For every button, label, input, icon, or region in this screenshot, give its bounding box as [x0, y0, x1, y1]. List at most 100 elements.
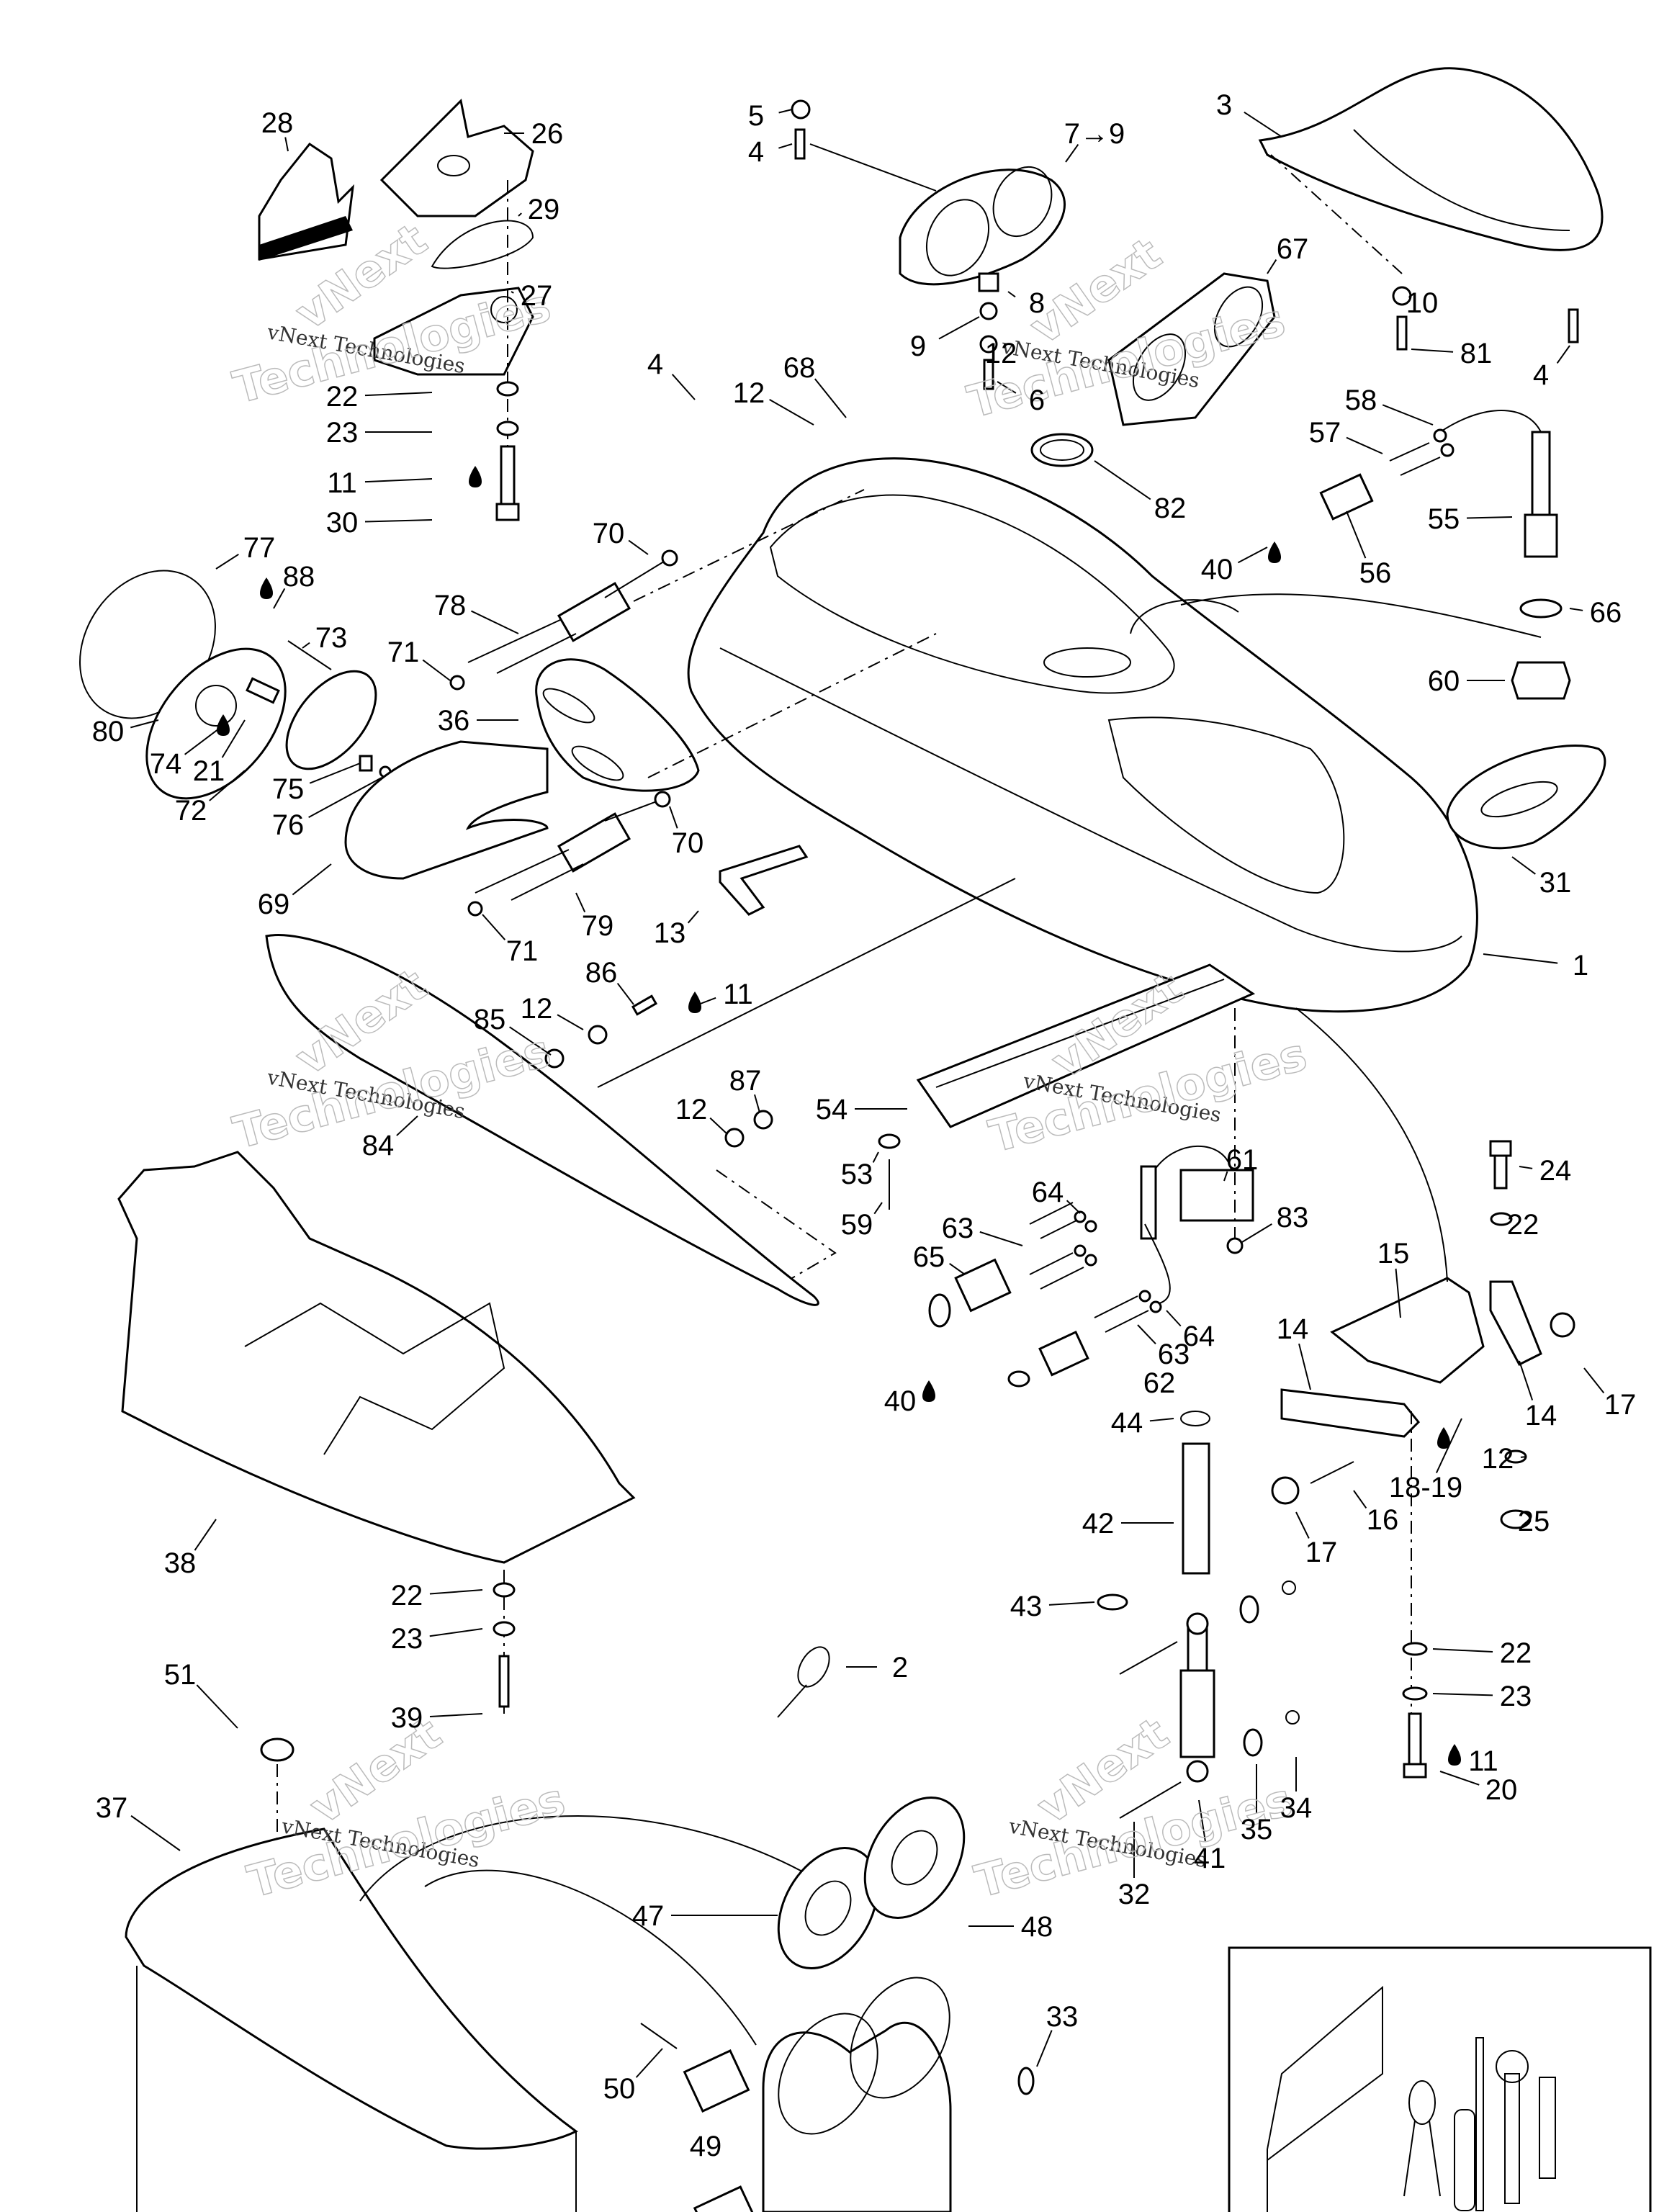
callout-c70b: 70	[672, 827, 704, 859]
leader-line-c76	[308, 777, 382, 819]
callout-c24: 24	[1539, 1155, 1572, 1187]
washer-part-35	[1239, 1595, 1263, 1757]
callout-c50: 50	[603, 2073, 636, 2105]
leader-line-c56	[1346, 511, 1367, 559]
callout-c65: 65	[913, 1241, 945, 1273]
callout-c17b: 17	[1305, 1537, 1338, 1568]
latch-base-part-27	[373, 287, 534, 376]
leader-line-c12a	[769, 398, 814, 426]
leader-line-c58	[1382, 404, 1434, 426]
callout-c11a: 11	[327, 467, 357, 499]
cone-part-69	[344, 740, 549, 880]
storage-bin-part-37	[125, 1827, 578, 2212]
washer-part-43	[1097, 1593, 1128, 1611]
leader-line-c4b	[671, 374, 696, 400]
leader-line-c4a	[778, 143, 793, 149]
leader-line-c57	[1346, 436, 1383, 454]
leader-line-c63a	[979, 1231, 1023, 1246]
leader-line-c80	[130, 719, 159, 729]
leader-line-c81	[1411, 349, 1454, 353]
callout-c84: 84	[362, 1130, 395, 1161]
washer-part-12-lower	[724, 1128, 745, 1148]
plate-part-49	[683, 2049, 755, 2212]
callout-c39: 39	[391, 1702, 423, 1734]
leader-line-c11b	[698, 997, 716, 1005]
callout-c34: 34	[1280, 1792, 1313, 1824]
cable-tie-part-2	[777, 1646, 830, 1718]
bushing-part-17-left	[1271, 1476, 1300, 1505]
leader-line-c61	[1223, 1171, 1228, 1182]
cup-holder-part	[762, 1977, 952, 2212]
rivet-part-50	[640, 2023, 678, 2049]
callout-c6: 6	[1029, 385, 1045, 416]
leader-line-c13	[687, 910, 699, 924]
callout-c83: 83	[1277, 1202, 1309, 1233]
screw-part-73	[287, 640, 332, 670]
screw-part-6	[983, 359, 994, 390]
leader-line-c5	[778, 109, 793, 114]
washer-part-53	[878, 1133, 901, 1149]
toolkit-box	[1228, 1946, 1652, 2212]
callout-c30: 30	[326, 507, 359, 539]
sensor-part-55	[1439, 410, 1558, 558]
plug-part-51	[260, 1737, 295, 1762]
leader-line-c51	[196, 1684, 238, 1729]
callout-c16: 16	[1367, 1504, 1399, 1536]
screw-part-30	[495, 445, 520, 521]
wrench-icon	[1496, 2050, 1529, 2204]
leader-line-c84	[396, 1115, 418, 1136]
callout-c11b: 11	[723, 979, 753, 1010]
leader-line-c17a	[1583, 1367, 1605, 1394]
callout-c9: 9	[910, 331, 926, 362]
callout-c51: 51	[164, 1659, 197, 1691]
lock-washer-part-23-pan	[493, 1621, 516, 1637]
leader-line-c44	[1149, 1418, 1174, 1422]
leader-line-c20	[1439, 1771, 1480, 1786]
callout-c40b: 40	[884, 1385, 917, 1417]
callout-c28: 28	[261, 107, 294, 139]
connector-part-65	[928, 1258, 1012, 1328]
washer-part-22-lower	[1402, 1642, 1428, 1656]
pliers-icon	[1403, 2080, 1441, 2197]
callout-c14a: 14	[1277, 1313, 1309, 1345]
leader-line-c82	[1094, 460, 1151, 500]
callout-c22c: 22	[1507, 1209, 1539, 1241]
leader-line-c8	[1007, 291, 1016, 298]
callout-c73: 73	[315, 622, 348, 654]
washer-part-33	[1017, 2067, 1035, 2095]
leader-line-c9	[938, 316, 980, 340]
nut-part-60	[1511, 661, 1571, 700]
callout-c87: 87	[729, 1065, 762, 1097]
mounting-plate-part-54	[916, 963, 1256, 1128]
leader-line-c12d	[709, 1117, 728, 1135]
callout-c1819: 18-19	[1389, 1472, 1462, 1503]
callout-c29: 29	[528, 194, 560, 225]
latch-bracket-part-26	[379, 98, 534, 217]
drop-icon	[260, 577, 273, 599]
leader-line-c66	[1569, 608, 1583, 611]
leader-line-c29	[518, 212, 522, 217]
callout-c12e: 12	[1482, 1443, 1514, 1475]
callout-c1: 1	[1573, 950, 1588, 981]
callout-c4a: 4	[748, 136, 764, 168]
leader-line-c33	[1036, 2030, 1053, 2067]
leader-line-c53	[872, 1151, 879, 1163]
callout-c47: 47	[632, 1900, 665, 1932]
lock-washer-part-23-lower	[1402, 1686, 1428, 1701]
callout-c7: 7→9	[1064, 118, 1125, 150]
washer-part-22-pan	[493, 1582, 516, 1598]
callout-c68: 68	[783, 352, 816, 384]
callout-c69: 69	[258, 889, 290, 920]
nut-part-5	[791, 99, 811, 120]
gauge-bezel-part-7	[899, 166, 1066, 286]
steering-nozzle-part-36	[535, 658, 700, 792]
callout-c5: 5	[748, 100, 764, 132]
callout-c61: 61	[1226, 1144, 1259, 1176]
leader-line-c75	[309, 763, 361, 784]
callout-c53: 53	[841, 1159, 873, 1190]
lower-pan-part-38	[117, 1151, 636, 1564]
leader-line-c64a	[1066, 1200, 1081, 1214]
callout-c35: 35	[1241, 1814, 1273, 1845]
leader-line-c70b	[669, 806, 678, 829]
